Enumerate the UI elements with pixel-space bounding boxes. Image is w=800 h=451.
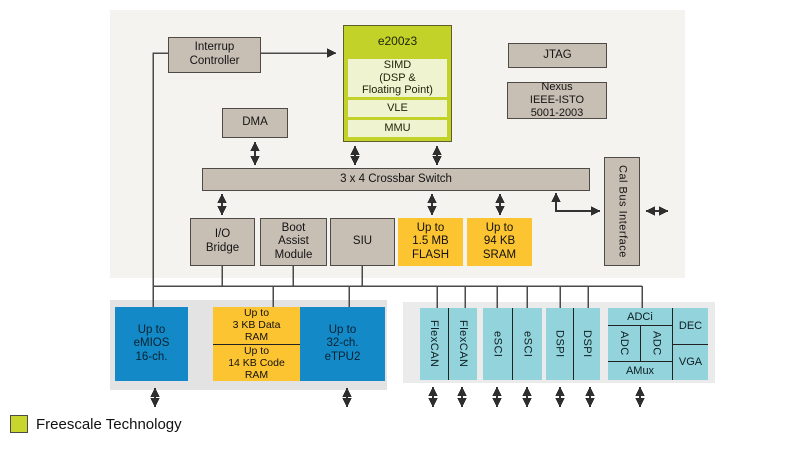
interrupt-controller-block: Interrup Controller [168, 37, 261, 73]
io-bridge-block: I/O Bridge [190, 218, 255, 266]
cal-bus-interface-block: Cal Bus Interface [604, 157, 640, 266]
jtag-block: JTAG [508, 43, 607, 68]
etpu2-block: Up to 32-ch. eTPU2 [300, 307, 385, 381]
code-ram-cell: Up to 14 KB Code RAM [213, 344, 300, 381]
amux-cell: AMux [625, 365, 655, 377]
legend-label: Freescale Technology [36, 415, 182, 433]
flexcan-block: FlexCAN FlexCAN [420, 308, 477, 380]
sram-block: Up to 94 KB SRAM [467, 218, 532, 266]
e200z3-title: e200z3 [377, 34, 418, 48]
nexus-block: Nexus IEEE-ISTO 5001-2003 [507, 81, 607, 119]
flexcan-1-cell: FlexCAN [420, 308, 449, 380]
etpu-ram-block: Up to 3 KB Data RAM Up to 14 KB Code RAM [213, 307, 300, 381]
adc-1-cell: ADC [608, 326, 641, 361]
data-ram-cell: Up to 3 KB Data RAM [213, 307, 300, 345]
legend: Freescale Technology [10, 412, 310, 436]
flexcan-2-cell: FlexCAN [457, 320, 469, 368]
mmu-block: MMU [348, 120, 447, 137]
esci-block: eSCI eSCI [483, 308, 542, 380]
adci-cell: ADCi [608, 308, 672, 326]
dspi-2-cell: DSPI [580, 330, 593, 358]
dma-block: DMA [222, 108, 288, 138]
adc-pair: ADC ADC [608, 326, 672, 362]
dspi-block: DSPI DSPI [546, 308, 600, 380]
dec-cell: DEC [673, 308, 708, 345]
freescale-technology-swatch [10, 415, 28, 433]
siu-block: SIU [330, 218, 395, 266]
boot-assist-module-block: Boot Assist Module [260, 218, 327, 266]
e200z3-core-block: e200z3 SIMD (DSP & Floating Point) VLE M… [343, 25, 452, 142]
vle-block: VLE [348, 100, 447, 117]
adc-block: ADCi ADC ADC AMux [608, 308, 672, 380]
flash-block: Up to 1.5 MB FLASH [398, 218, 463, 266]
simd-dsp-fp-block: SIMD (DSP & Floating Point) [348, 59, 447, 97]
esci-2-cell: eSCI [521, 330, 534, 358]
emios-block: Up to eMIOS 16-ch. [115, 307, 188, 381]
dspi-1-cell: DSPI [546, 308, 574, 380]
esci-1-cell: eSCI [483, 308, 513, 380]
adc-2-cell: ADC [650, 331, 663, 356]
vga-cell: VGA [678, 356, 703, 369]
crossbar-switch-block: 3 x 4 Crossbar Switch [202, 168, 590, 191]
dec-vga-block: DEC VGA [672, 308, 708, 380]
